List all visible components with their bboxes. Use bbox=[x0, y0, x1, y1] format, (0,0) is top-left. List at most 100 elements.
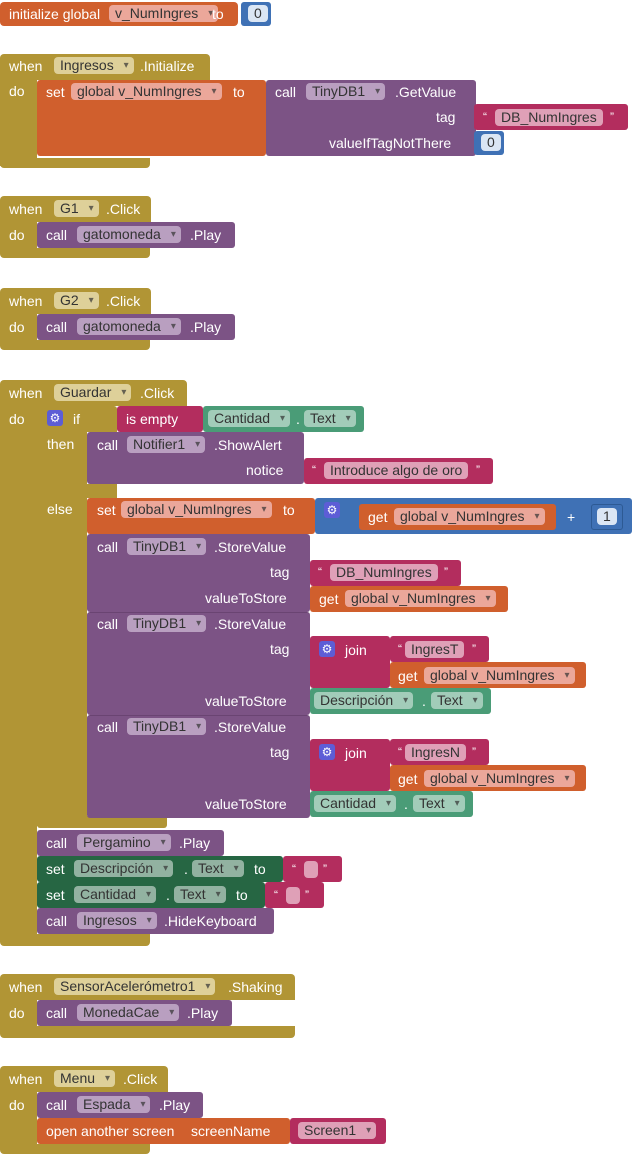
component-dropdown[interactable]: Guardar bbox=[54, 384, 132, 401]
event-name: .Initialize bbox=[140, 58, 195, 74]
empty-text-value[interactable] bbox=[286, 887, 300, 904]
component-dropdown[interactable]: Descripción bbox=[314, 692, 414, 709]
init-to-label: to bbox=[212, 6, 224, 22]
tag-param: tag bbox=[270, 744, 290, 760]
variable-dropdown[interactable]: global v_NumIngres bbox=[345, 590, 496, 607]
call-label: call bbox=[46, 1005, 68, 1021]
call-label: call bbox=[46, 1097, 68, 1113]
variable-dropdown[interactable]: global v_NumIngres bbox=[424, 667, 575, 684]
component-dropdown[interactable]: gatomoneda bbox=[77, 226, 181, 243]
valueiftagnotthere-param: valueIfTagNotThere bbox=[329, 135, 452, 151]
is-empty-block[interactable] bbox=[117, 406, 203, 432]
number-value[interactable]: 1 bbox=[597, 508, 617, 525]
call-label: call bbox=[97, 437, 119, 453]
property-dropdown[interactable]: Text bbox=[413, 795, 465, 812]
global-var-name[interactable]: v_NumIngres bbox=[109, 5, 219, 22]
event-name: .Shaking bbox=[228, 979, 283, 995]
component-dropdown[interactable]: TinyDB1 bbox=[306, 83, 386, 100]
when-label: when bbox=[9, 385, 43, 401]
when-label: when bbox=[9, 1071, 43, 1087]
gear-icon[interactable]: ⚙ bbox=[319, 641, 335, 657]
component-dropdown[interactable]: TinyDB1 bbox=[127, 615, 207, 632]
text-value[interactable]: DB_NumIngres bbox=[330, 564, 438, 581]
property-dropdown[interactable]: Text bbox=[431, 692, 483, 709]
gear-icon[interactable]: ⚙ bbox=[47, 410, 63, 426]
method-name: .HideKeyboard bbox=[164, 913, 257, 929]
get-label: get bbox=[398, 771, 418, 787]
method-name: .StoreValue bbox=[214, 539, 287, 555]
method-name: .Play bbox=[179, 835, 211, 851]
valuetostore-param: valueToStore bbox=[205, 693, 287, 709]
method-name: .ShowAlert bbox=[214, 437, 282, 453]
component-dropdown[interactable]: Ingresos bbox=[77, 912, 157, 929]
do-label: do bbox=[9, 1005, 25, 1021]
variable-dropdown[interactable]: global v_NumIngres bbox=[71, 83, 222, 100]
screen-dropdown[interactable]: Screen1 bbox=[298, 1122, 377, 1139]
set-label: set bbox=[46, 84, 65, 100]
component-dropdown[interactable]: Notifier1 bbox=[127, 436, 206, 453]
call-label: call bbox=[46, 913, 68, 929]
event-name: .Click bbox=[140, 385, 175, 401]
text-value[interactable]: IngresT bbox=[405, 641, 465, 658]
number-value[interactable]: 0 bbox=[248, 5, 268, 22]
when-label: when bbox=[9, 201, 43, 217]
text-value[interactable]: DB_NumIngres bbox=[495, 109, 603, 126]
event-name: .Click bbox=[106, 293, 141, 309]
join-label: join bbox=[345, 642, 367, 658]
component-dropdown[interactable]: Cantidad bbox=[74, 886, 157, 903]
open-screen-label: open another screen bbox=[46, 1123, 175, 1139]
do-label: do bbox=[9, 1097, 25, 1113]
valuetostore-param: valueToStore bbox=[205, 796, 287, 812]
text-value[interactable]: IngresN bbox=[405, 744, 467, 761]
number-value[interactable]: 0 bbox=[481, 134, 501, 151]
component-dropdown[interactable]: Pergamino bbox=[77, 834, 171, 851]
method-name: .Play bbox=[190, 319, 222, 335]
get-label: get bbox=[368, 509, 388, 525]
plus-label: + bbox=[567, 509, 576, 525]
component-dropdown[interactable]: Cantidad bbox=[314, 795, 397, 812]
empty-text-value[interactable] bbox=[304, 861, 318, 878]
call-label: call bbox=[97, 616, 119, 632]
component-dropdown[interactable]: Descripción bbox=[74, 860, 174, 877]
to-label: to bbox=[236, 887, 248, 903]
set-label: set bbox=[46, 861, 65, 877]
call-label: call bbox=[46, 227, 68, 243]
component-dropdown[interactable]: Cantidad bbox=[208, 410, 291, 427]
component-dropdown[interactable]: G1 bbox=[54, 200, 99, 217]
component-dropdown[interactable]: Menu bbox=[54, 1070, 116, 1087]
tag-param: tag bbox=[436, 109, 456, 125]
component-dropdown[interactable]: Ingresos bbox=[54, 57, 134, 74]
property-dropdown[interactable]: Text bbox=[304, 410, 356, 427]
text-value[interactable]: Introduce algo de oro bbox=[324, 462, 469, 479]
component-dropdown[interactable]: gatomoneda bbox=[77, 318, 181, 335]
do-label: do bbox=[9, 227, 25, 243]
component-dropdown[interactable]: SensorAcelerómetro1 bbox=[54, 978, 216, 995]
get-label: get bbox=[319, 591, 339, 607]
component-dropdown[interactable]: Espada bbox=[77, 1096, 151, 1113]
method-name: .StoreValue bbox=[214, 616, 287, 632]
to-label: to bbox=[233, 84, 245, 100]
then-label: then bbox=[47, 436, 75, 452]
method-name: .Play bbox=[187, 1005, 219, 1021]
join-label: join bbox=[345, 745, 367, 761]
property-dropdown[interactable]: Text bbox=[192, 860, 244, 877]
variable-dropdown[interactable]: global v_NumIngres bbox=[121, 501, 272, 518]
component-dropdown[interactable]: TinyDB1 bbox=[127, 538, 207, 555]
open-another-screen-block[interactable] bbox=[37, 1118, 290, 1144]
call-label: call bbox=[97, 719, 119, 735]
variable-dropdown[interactable]: global v_NumIngres bbox=[424, 770, 575, 787]
call-label: call bbox=[97, 539, 119, 555]
method-name: .Play bbox=[190, 227, 222, 243]
do-label: do bbox=[9, 411, 25, 427]
variable-dropdown[interactable]: global v_NumIngres bbox=[394, 508, 545, 525]
property-dropdown[interactable]: Text bbox=[174, 886, 226, 903]
when-label: when bbox=[9, 293, 43, 309]
gear-icon[interactable]: ⚙ bbox=[324, 502, 340, 518]
component-dropdown[interactable]: G2 bbox=[54, 292, 99, 309]
gear-icon[interactable]: ⚙ bbox=[319, 744, 335, 760]
event-name: .Click bbox=[123, 1071, 158, 1087]
component-dropdown[interactable]: TinyDB1 bbox=[127, 718, 207, 735]
do-label: do bbox=[9, 83, 25, 99]
method-name: .Play bbox=[159, 1097, 191, 1113]
component-dropdown[interactable]: MonedaCae bbox=[77, 1004, 180, 1021]
